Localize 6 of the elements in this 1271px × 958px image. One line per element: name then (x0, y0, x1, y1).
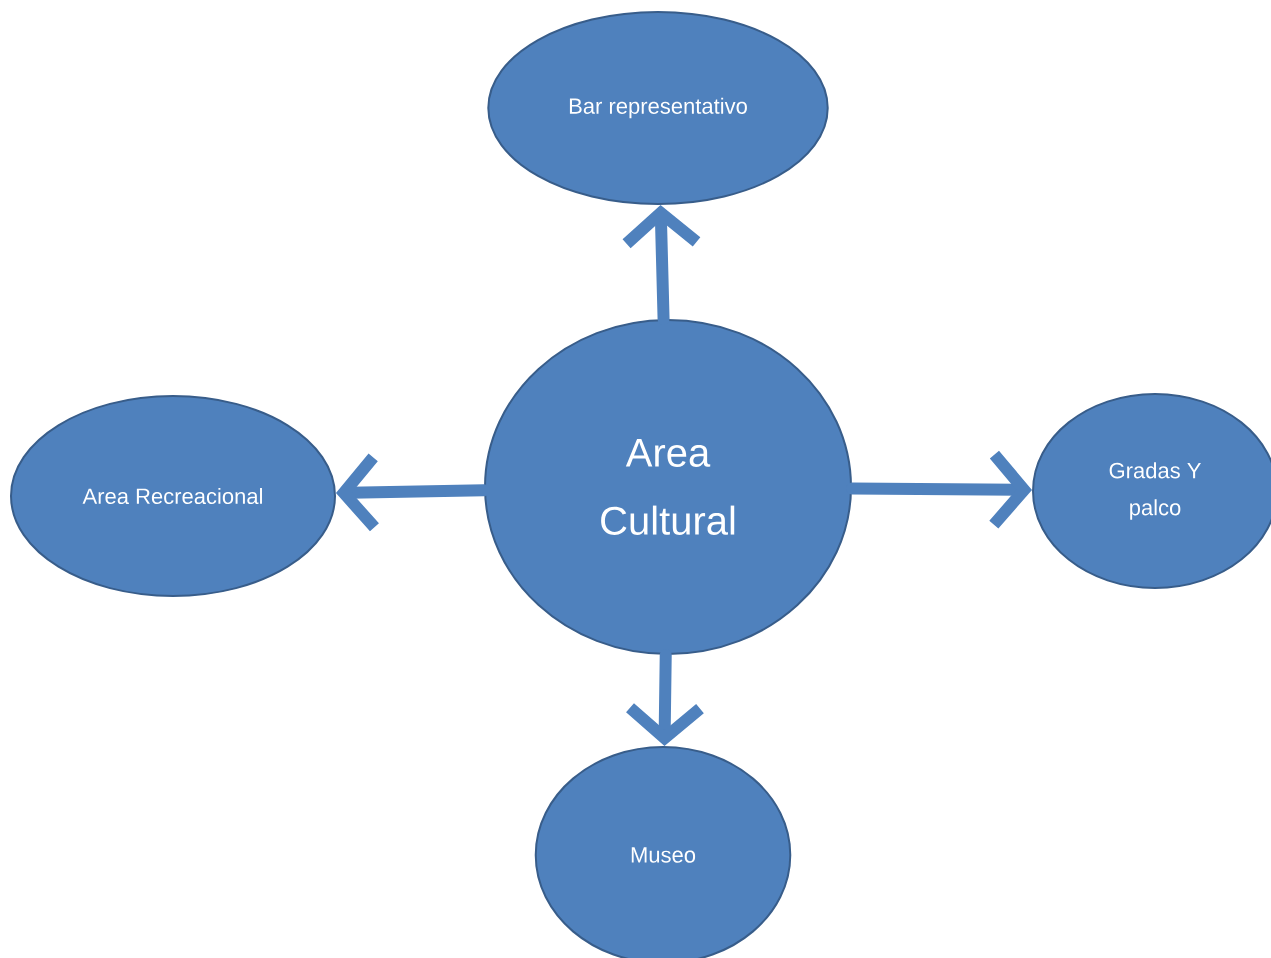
ellipse-node: Area Recreacional (10, 395, 336, 597)
ellipse-node: Area Cultural (484, 319, 852, 655)
ellipse-node: Gradas Y palco (1032, 393, 1271, 589)
ellipse-node: Museo (534, 746, 792, 958)
arrow (846, 450, 1033, 529)
ellipse-node: Bar representativo (487, 11, 829, 205)
